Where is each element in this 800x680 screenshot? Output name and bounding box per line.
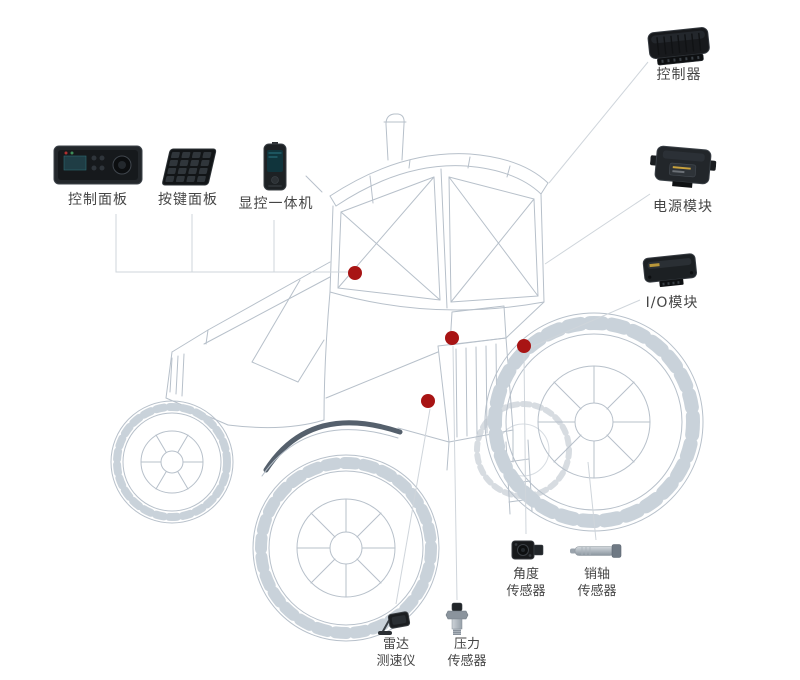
angle-sensor-label-line1: 角度 <box>512 567 539 582</box>
angle-sensor-image[interactable] <box>506 536 546 564</box>
leader-io-module <box>528 299 641 349</box>
keypad-panel-label: 按键面板 <box>158 192 218 208</box>
radar-image[interactable] <box>376 606 416 636</box>
leader-radar <box>395 408 431 605</box>
leader-angle-sensor <box>523 353 527 535</box>
mount-markers <box>348 266 531 408</box>
radar-label-line1: 雷达 <box>382 637 409 652</box>
power-module-label: 电源模块 <box>653 199 713 215</box>
leader-controller <box>548 61 649 184</box>
leader-pressure-sensor <box>452 345 458 601</box>
marker-side <box>517 339 531 353</box>
leader-pin-sensor <box>587 461 597 541</box>
io-module-label: I/O模块 <box>645 295 699 311</box>
pressure-sensor-label-line2: 传感器 <box>447 654 487 669</box>
pressure-sensor-label-line1: 压力 <box>453 637 480 652</box>
radar-label-line2: 测速仪 <box>376 654 416 669</box>
marker-front-axle <box>421 394 435 408</box>
control-panel-image[interactable] <box>52 142 144 188</box>
pin-sensor-image[interactable] <box>570 542 624 560</box>
pin-sensor-label-line2: 传感器 <box>577 584 617 599</box>
leader-control-panel <box>115 214 348 273</box>
io-module-image[interactable] <box>638 247 702 291</box>
pressure-sensor-label: 压力 传感器 <box>436 636 498 670</box>
leader-power-module <box>544 193 651 265</box>
display-unit-image[interactable] <box>258 142 292 194</box>
pin-sensor-label-line1: 销轴 <box>583 567 610 582</box>
pin-sensor-label: 销轴 传感器 <box>566 566 628 600</box>
angle-sensor-label: 角度 传感器 <box>498 566 554 600</box>
leader-lines <box>115 61 651 605</box>
radar-label: 雷达 测速仪 <box>368 636 424 670</box>
controller-label: 控制器 <box>656 67 702 83</box>
tractor-wireframe <box>110 113 704 642</box>
angle-sensor-label-line2: 传感器 <box>506 584 546 599</box>
control-panel-label: 控制面板 <box>68 192 128 208</box>
pressure-sensor-image[interactable] <box>444 602 470 636</box>
marker-cab <box>348 266 362 280</box>
power-module-image[interactable] <box>648 137 718 193</box>
display-unit-label: 显控一体机 <box>238 196 314 212</box>
controller-image[interactable] <box>644 23 714 70</box>
marker-engine-front <box>445 331 459 345</box>
keypad-panel-image[interactable] <box>158 146 218 188</box>
